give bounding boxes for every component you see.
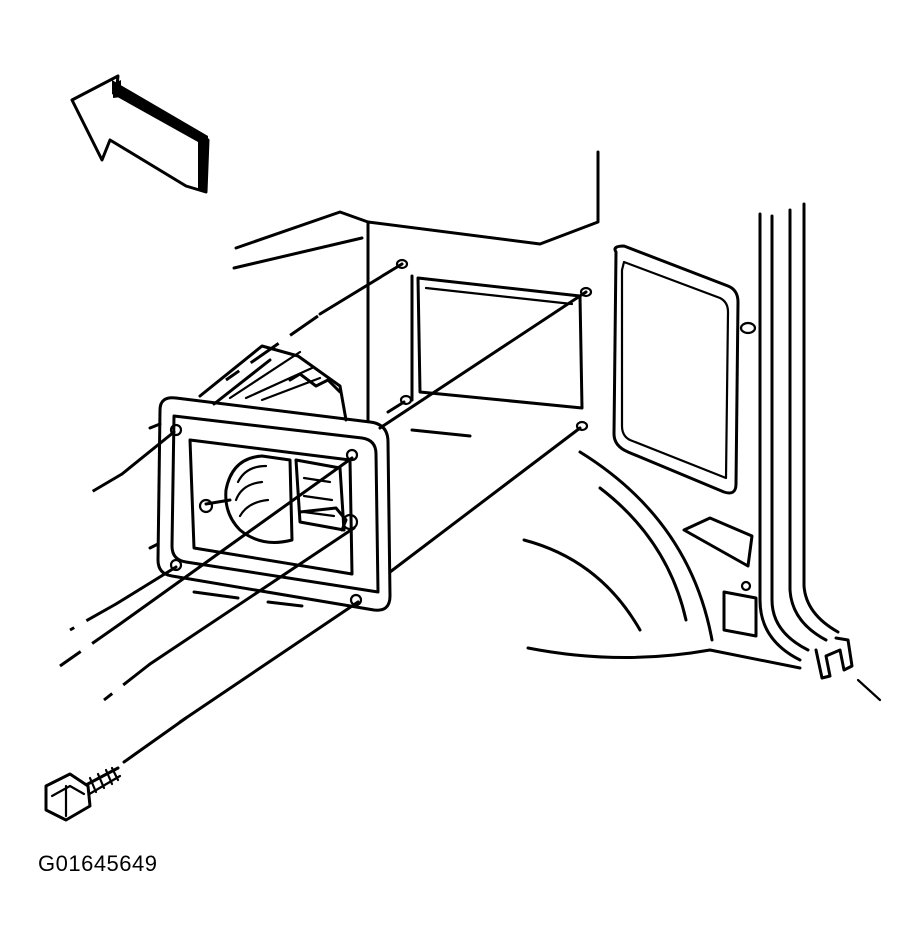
headlamp-opening [416,276,584,410]
fender-panel [232,150,600,422]
alignment-lines [59,262,588,764]
forward-direction-arrow [70,74,210,194]
wheelhouse-panel [410,428,802,670]
panel-mounting-holes [395,258,593,432]
mounting-screw [44,766,122,822]
lower-bracket [192,590,304,608]
headlamp-housing [198,344,348,422]
headlamp-bulb [198,454,359,544]
figure-code: G01645649 [38,851,158,876]
side-panel [612,202,882,702]
